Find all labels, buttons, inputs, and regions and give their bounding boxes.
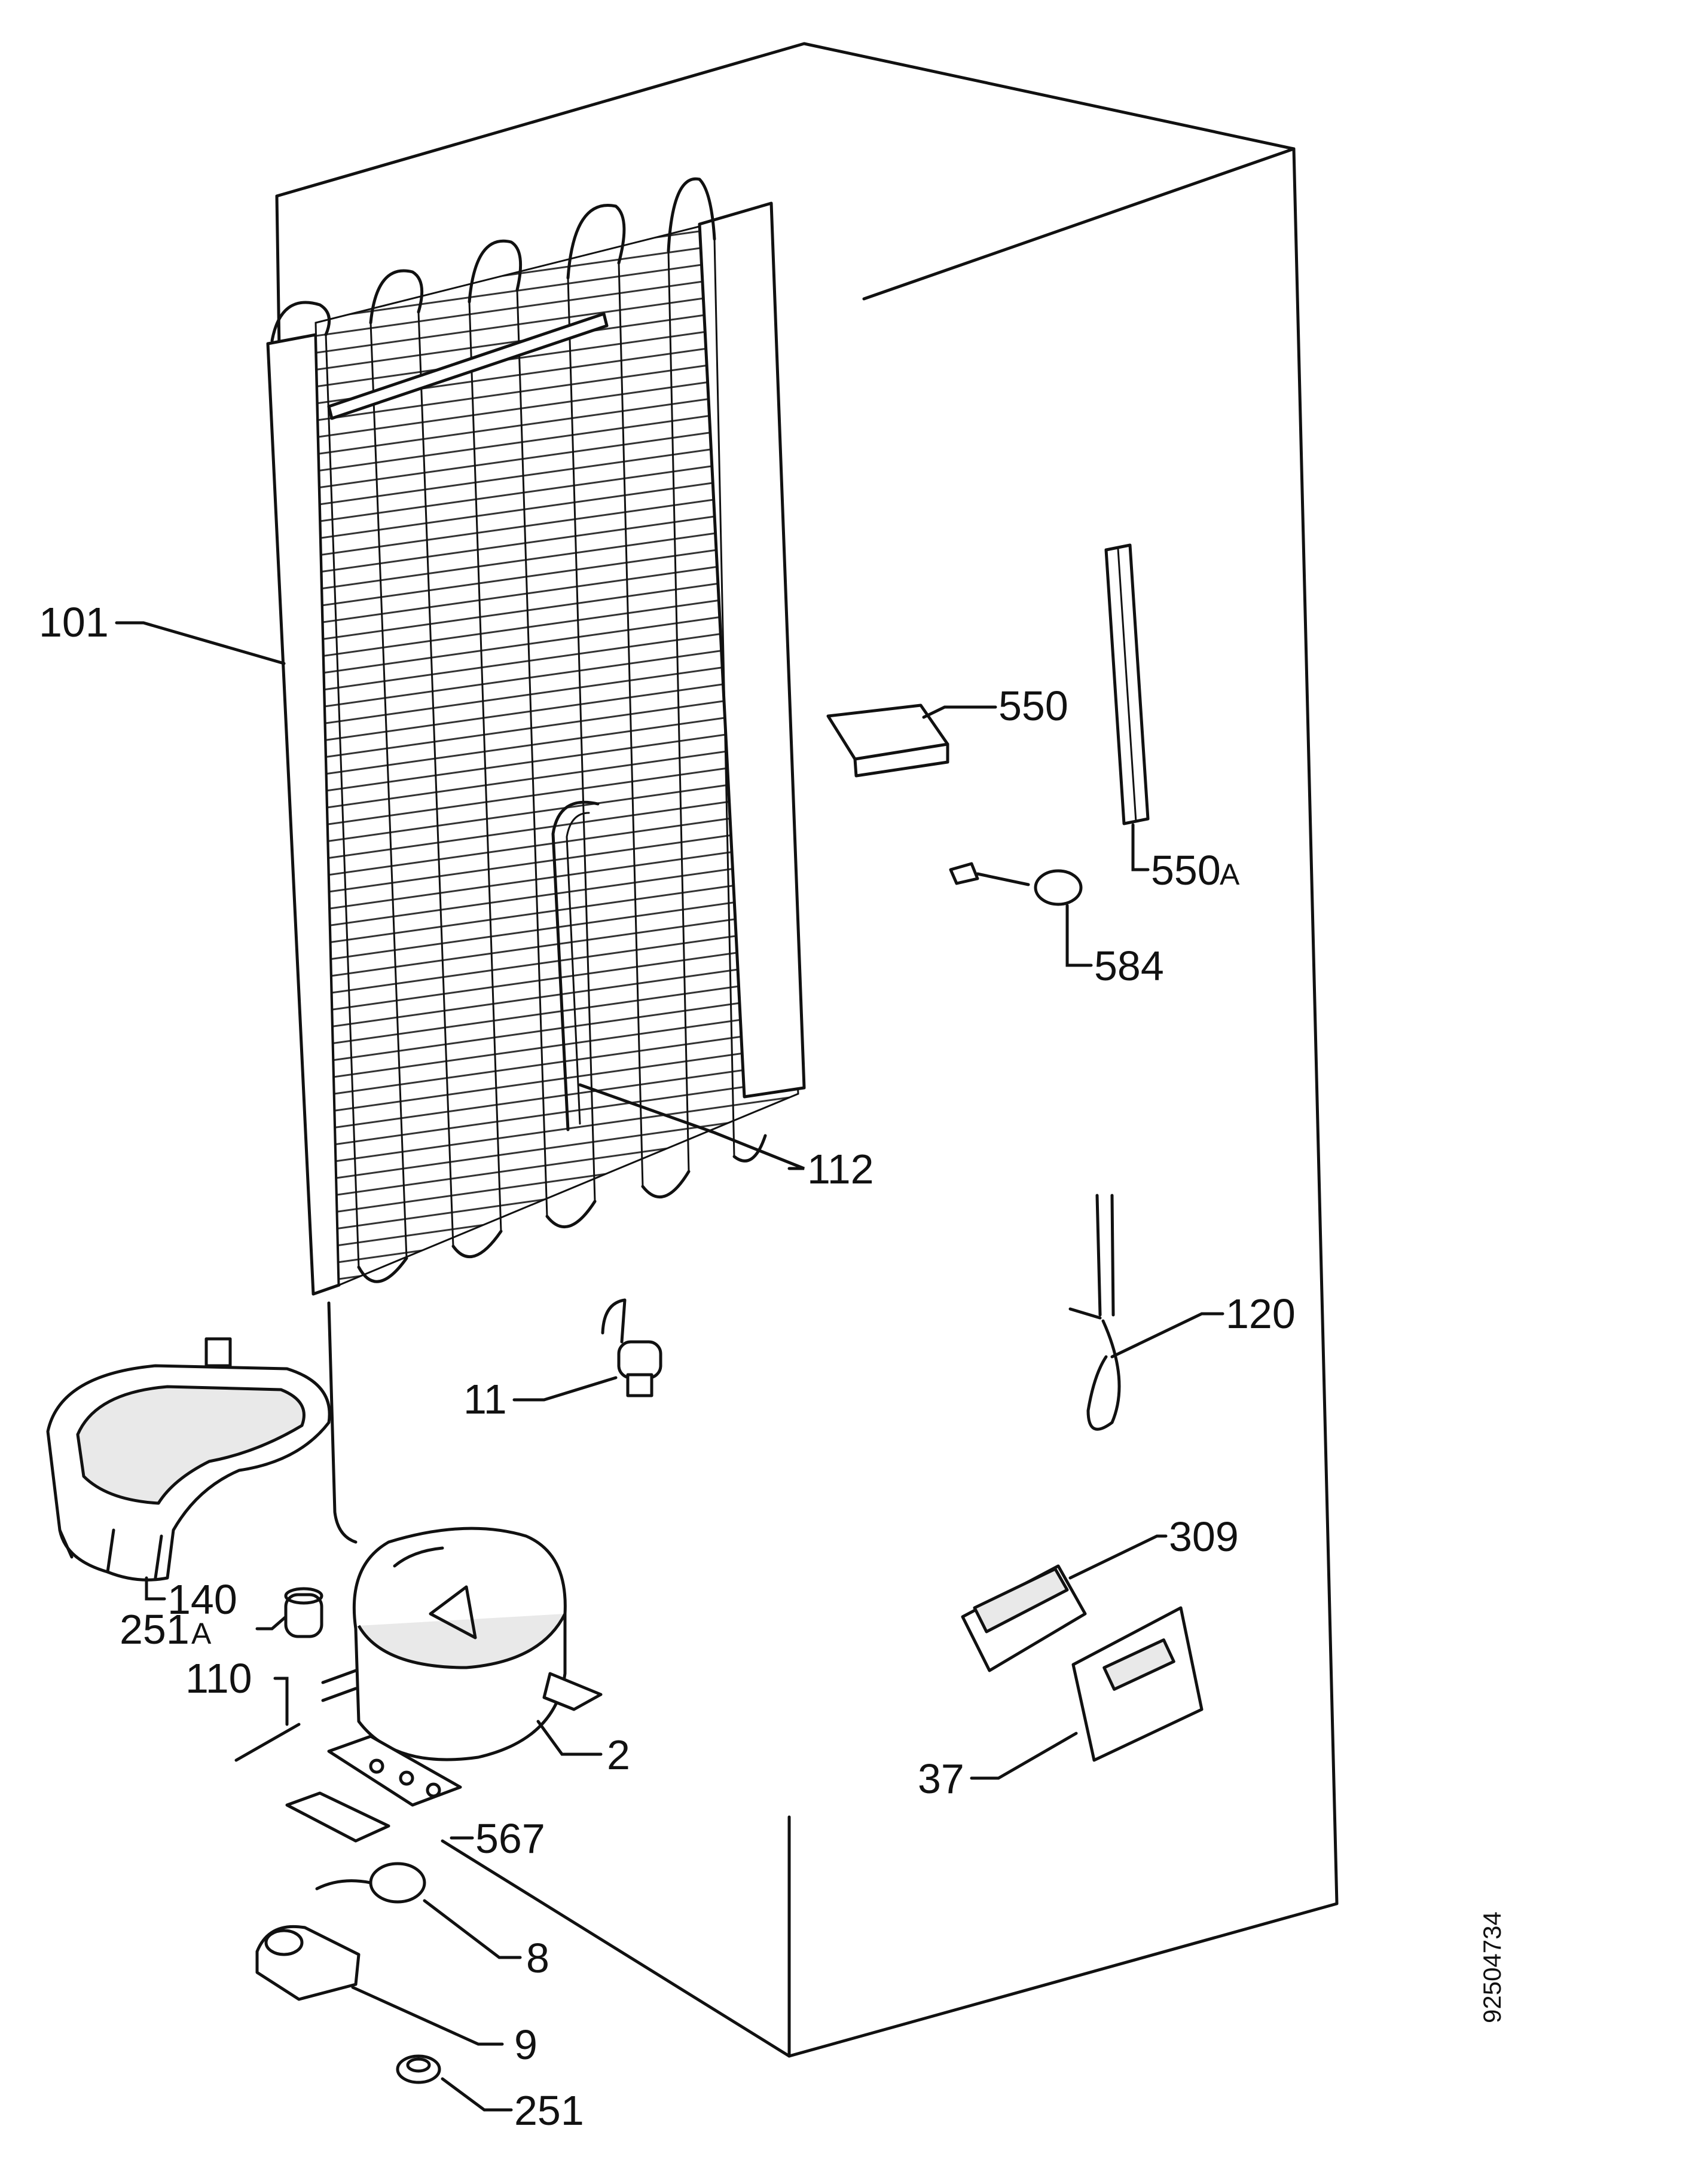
label-550a: 550 — [1151, 847, 1221, 894]
sensor-584 — [949, 862, 1083, 906]
label-11: 11 — [463, 1376, 507, 1423]
condenser — [266, 177, 806, 1544]
mount-plate-567 — [285, 1791, 390, 1843]
grommet-251a — [284, 1587, 323, 1638]
label-251a-suffix: A — [191, 1617, 212, 1650]
part-labels: 101 550 550 A 584 112 120 11 309 140 251… — [39, 599, 1296, 2134]
label-120: 120 — [1226, 1290, 1296, 1337]
clip-9 — [255, 1925, 361, 2001]
control-panel-37 — [1071, 1606, 1204, 1762]
wiring-120 — [1068, 1194, 1121, 1431]
label-101: 101 — [39, 599, 109, 646]
fitting-11 — [601, 1298, 662, 1397]
label-140: 140 — [167, 1576, 237, 1623]
label-567: 567 — [475, 1815, 545, 1862]
label-550a-suffix: A — [1220, 858, 1240, 891]
label-251a: 251 — [120, 1606, 190, 1653]
label-37: 37 — [918, 1755, 964, 1802]
label-112: 112 — [807, 1146, 874, 1192]
drip-tray — [46, 1337, 331, 1582]
compressor — [327, 1527, 603, 1807]
leader-lines — [115, 621, 1224, 2112]
label-2: 2 — [607, 1732, 630, 1778]
label-9: 9 — [514, 2021, 537, 2068]
bar-550a — [1104, 543, 1150, 825]
relay-8 — [315, 1862, 426, 1904]
label-584: 584 — [1094, 943, 1164, 989]
label-110: 110 — [185, 1655, 252, 1702]
thermostat-309 — [961, 1564, 1087, 1672]
bracket-550 — [826, 703, 949, 778]
pins-110 — [234, 1669, 358, 1762]
drawing-code: 92504734 — [1478, 1911, 1506, 2023]
label-251: 251 — [514, 2087, 584, 2134]
label-8: 8 — [526, 1935, 549, 1981]
nut-251 — [396, 2054, 441, 2084]
cabinet-outline — [275, 42, 1339, 2058]
label-309: 309 — [1169, 1513, 1239, 1560]
label-550: 550 — [998, 683, 1068, 729]
